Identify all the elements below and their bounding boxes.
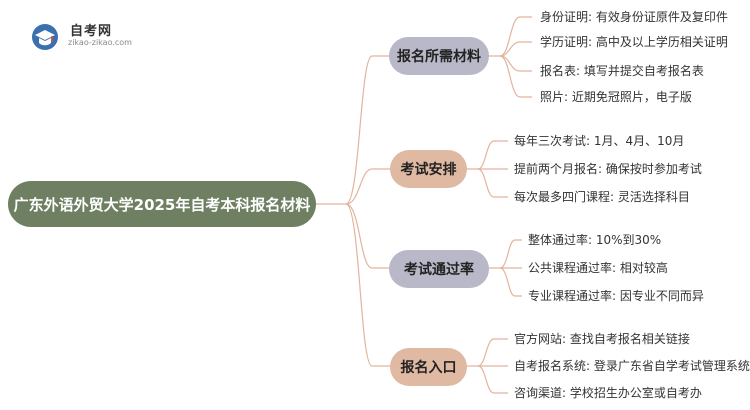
root-node: 广东外语外贸大学2025年自考本科报名材料 xyxy=(8,181,316,227)
leaf-official-website: 官方网站: 查找自考报名相关链接 xyxy=(514,332,690,346)
leaf-registration-system: 自考报名系统: 登录广东省自学考试管理系统 xyxy=(514,359,750,373)
branch-materials: 报名所需材料 xyxy=(389,37,489,75)
branch-exam-schedule: 考试安排 xyxy=(390,150,467,188)
logo-title: 自考网 xyxy=(70,24,113,39)
leaf-overall-pass-rate: 整体通过率: 10%到30% xyxy=(528,233,662,247)
leaf-photo: 照片: 近期免冠照片，电子版 xyxy=(540,90,692,104)
leaf-public-course-pass-rate: 公共课程通过率: 相对较高 xyxy=(528,261,668,275)
leaf-registration-form: 报名表: 填写并提交自考报名表 xyxy=(540,64,704,78)
leaf-major-course-pass-rate: 专业课程通过率: 因专业不同而异 xyxy=(528,289,704,303)
branch-pass-rate: 考试通过率 xyxy=(389,250,489,288)
site-logo[interactable]: 自考网 zikao-zikao.com xyxy=(30,18,160,54)
logo-url: zikao-zikao.com xyxy=(68,38,132,47)
leaf-education-proof: 学历证明: 高中及以上学历相关证明 xyxy=(540,35,728,49)
leaf-consult-channel: 咨询渠道: 学校招生办公室或自考办 xyxy=(514,386,702,400)
leaf-three-exams: 每年三次考试: 1月、4月、10月 xyxy=(514,134,685,148)
branch-registration-entry: 报名入口 xyxy=(390,348,467,386)
leaf-early-registration: 提前两个月报名: 确保按时参加考试 xyxy=(514,162,702,176)
leaf-id-proof: 身份证明: 有效身份证原件及复印件 xyxy=(540,10,728,24)
graduation-cap-icon xyxy=(32,24,58,50)
leaf-four-courses: 每次最多四门课程: 灵活选择科目 xyxy=(514,190,690,204)
